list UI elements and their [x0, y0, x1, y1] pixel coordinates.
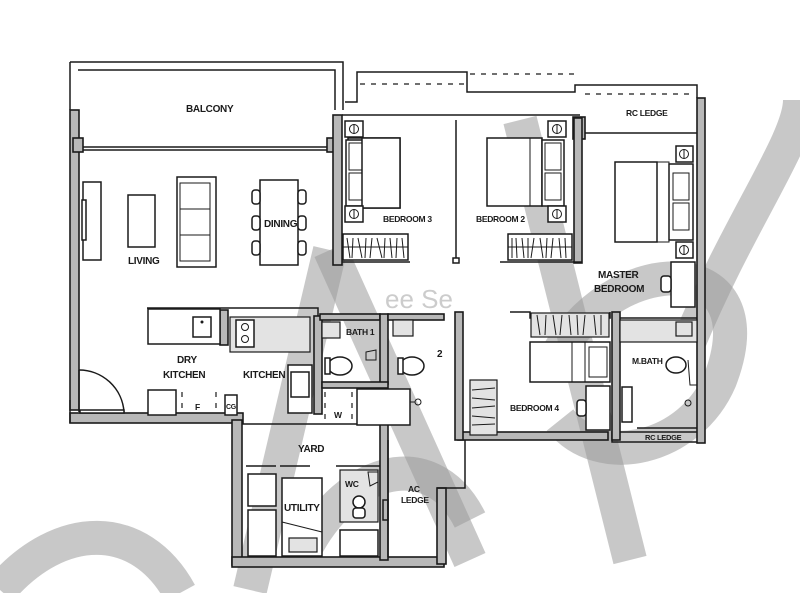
- label-living: LIVING: [128, 256, 160, 267]
- bedside-lamp-icon: [344, 120, 364, 223]
- dining-table-icon: [251, 179, 307, 266]
- label-kitchen: KITCHEN: [243, 370, 285, 381]
- label-bedroom3: BEDROOM 3: [383, 214, 432, 224]
- furniture: [78, 120, 698, 557]
- outer-walls: [69, 61, 706, 568]
- wardrobe-icon: [507, 233, 573, 261]
- wardrobe-icon: [469, 379, 498, 436]
- bed-icon: [529, 341, 611, 383]
- label-wc: WC: [345, 479, 359, 489]
- coffee-table-icon: [127, 194, 156, 248]
- wardrobe-icon: [342, 233, 409, 261]
- label-bath1: BATH 1: [346, 327, 375, 337]
- stove-icon: [229, 316, 311, 353]
- label-bedroom4: BEDROOM 4: [510, 403, 559, 413]
- bed-icon: [614, 161, 694, 243]
- label-cabinet: CG: [226, 404, 237, 411]
- label-fridge: F: [195, 402, 200, 412]
- bed-icon: [486, 137, 565, 207]
- toilet-icon: [352, 495, 366, 519]
- interior-walls: [147, 117, 697, 561]
- label-yard: YARD: [298, 444, 324, 455]
- label-dry-kitchen-1: DRY: [177, 355, 197, 366]
- study-desk-icon: [660, 261, 696, 308]
- door-swing-icon: [78, 369, 125, 414]
- label-bath2: 2: [437, 349, 443, 360]
- room-labels: BALCONY LIVING DINING BEDROOM 3 BEDROOM …: [128, 104, 682, 514]
- label-master-bath: M.BATH: [632, 356, 663, 366]
- label-ac-ledge-1: AC: [408, 484, 420, 494]
- toilet-icon: [397, 356, 425, 376]
- label-rc-ledge-top: RC LEDGE: [626, 108, 668, 118]
- toilet-icon: [321, 321, 353, 376]
- label-master-bedroom-1: MASTER: [598, 270, 640, 281]
- wardrobe-icon: [530, 312, 610, 338]
- sofa-icon: [176, 176, 217, 268]
- bed-icon: [345, 137, 401, 209]
- label-dry-kitchen-2: KITCHEN: [163, 370, 205, 381]
- bedside-lamp-icon: [675, 145, 694, 259]
- watermark-text: ee Se: [385, 284, 453, 314]
- toilet-icon: [665, 356, 697, 386]
- shower-cabinet: [356, 388, 411, 426]
- label-utility: UTILITY: [284, 503, 320, 514]
- label-washer: W: [334, 410, 343, 420]
- sink-icon: [365, 349, 377, 361]
- label-master-bedroom-2: BEDROOM: [594, 284, 644, 295]
- sink-icon: [192, 316, 212, 338]
- label-dining: DINING: [264, 219, 298, 230]
- label-ac-ledge-2: LEDGE: [401, 495, 429, 505]
- label-balcony: BALCONY: [186, 104, 234, 115]
- study-desk-icon: [576, 385, 611, 431]
- kitchen-counter: [147, 308, 221, 345]
- label-bedroom2: BEDROOM 2: [476, 214, 525, 224]
- label-rc-ledge-bottom: RC LEDGE: [645, 433, 682, 442]
- bedside-lamp-icon: [547, 120, 567, 223]
